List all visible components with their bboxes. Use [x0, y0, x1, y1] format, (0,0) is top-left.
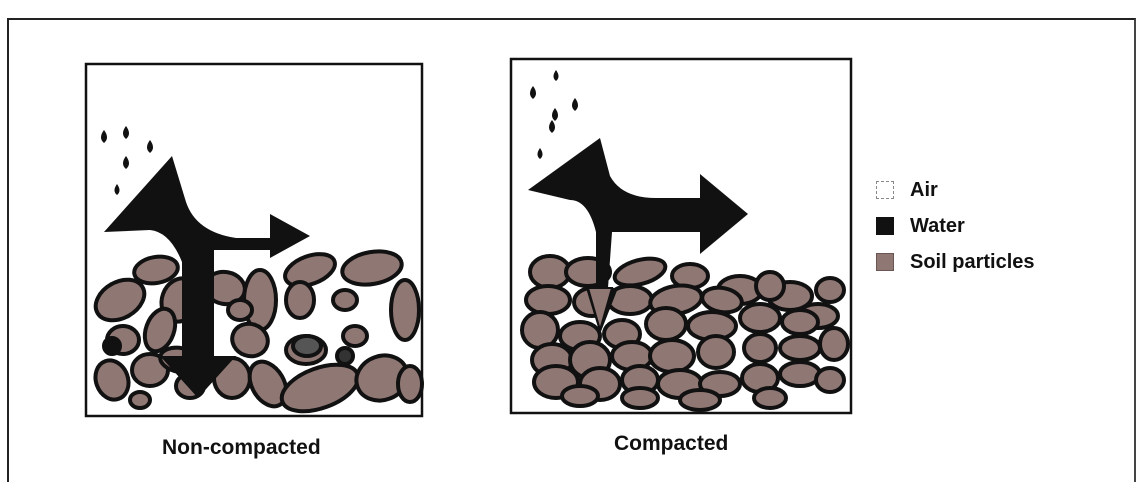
soil-particle [754, 388, 786, 408]
soil-particle [398, 366, 422, 402]
soil-particle [782, 310, 818, 334]
soil-swatch-icon [876, 253, 894, 271]
soil-particle [333, 290, 357, 310]
soil-particle [130, 392, 150, 408]
legend-item-air: Air [876, 172, 1035, 208]
soil-particle [646, 308, 686, 340]
water-swatch-icon [876, 217, 894, 235]
legend-item-water: Water [876, 208, 1035, 244]
soil-particle [562, 386, 598, 406]
soil-particle [740, 304, 780, 332]
soil-particle [104, 338, 120, 354]
non-compacted-label: Non-compacted [162, 436, 321, 460]
soil-particle [293, 336, 321, 356]
legend-item-soil: Soil particles [876, 244, 1035, 280]
soil-particle [228, 300, 252, 320]
soil-particle [780, 362, 820, 386]
soil-particle [820, 328, 848, 360]
soil-particle [744, 334, 776, 362]
soil-particle [680, 390, 720, 410]
air-swatch-icon [876, 181, 894, 199]
legend-label: Air [910, 179, 938, 202]
compacted-label: Compacted [614, 432, 728, 456]
soil-particle [391, 280, 419, 340]
soil-particle [650, 340, 694, 372]
soil-particle [698, 336, 734, 368]
soil-particle [816, 278, 844, 302]
soil-particle [244, 270, 276, 330]
legend-label: Water [910, 215, 965, 238]
soil-particle [286, 282, 314, 318]
soil-particle [343, 326, 367, 346]
legend: Air Water Soil particles [876, 172, 1035, 280]
soil-particle [337, 348, 353, 364]
legend-label: Soil particles [910, 251, 1035, 274]
soil-particle [622, 388, 658, 408]
soil-particle [816, 368, 844, 392]
soil-particle [780, 336, 820, 360]
soil-particle [526, 286, 570, 314]
soil-particle [756, 272, 784, 300]
